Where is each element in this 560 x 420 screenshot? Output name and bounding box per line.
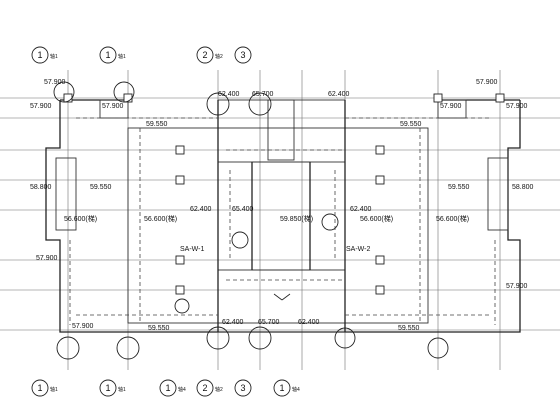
elevation-label: 59.550 <box>90 184 112 191</box>
svg-text:轴4: 轴4 <box>292 386 300 393</box>
elevation-labels: 57.900 57.900 57.900 57.900 57.900 57.90… <box>30 79 534 332</box>
elevation-label: 62.400 <box>350 206 372 213</box>
svg-text:1: 1 <box>105 383 110 393</box>
column-stubs <box>63 93 505 295</box>
elevation-label: 57.900 <box>30 103 52 110</box>
elevation-label: 58.800 <box>30 184 52 191</box>
axis-bubble: 1 轴4 <box>273 379 300 397</box>
svg-text:1: 1 <box>37 50 42 60</box>
elevation-label: 65.700 <box>258 319 280 326</box>
elevation-label: 57.900 <box>36 255 58 262</box>
elevation-label: 57.900 <box>476 79 498 86</box>
elevation-label: 65.400 <box>232 206 254 213</box>
section-tags: SA-W-1 SA-W-2 <box>180 246 370 253</box>
elevation-label: 57.900 <box>506 283 528 290</box>
elevation-label: 59.550 <box>146 121 168 128</box>
elevation-label: 59.550 <box>400 121 422 128</box>
axis-bubble: 1 轴4 <box>159 379 186 397</box>
elevation-label: 59.550 <box>398 325 420 332</box>
svg-text:轴1: 轴1 <box>118 386 126 393</box>
svg-text:3: 3 <box>240 50 245 60</box>
svg-text:轴1: 轴1 <box>118 53 126 60</box>
elevation-label: 57.900 <box>44 79 66 86</box>
elevation-label: 62.400 <box>218 91 240 98</box>
svg-text:1: 1 <box>165 383 170 393</box>
elevation-label: 62.400 <box>222 319 244 326</box>
elevation-label: 58.800 <box>512 184 534 191</box>
axis-bubble: 1 轴1 <box>31 379 58 397</box>
svg-text:轴1: 轴1 <box>50 53 58 60</box>
column-circles <box>53 81 449 360</box>
elevation-label: 56.600(梯) <box>360 214 393 223</box>
svg-text:轴2: 轴2 <box>215 53 223 60</box>
axis-bubble: 3 <box>234 379 252 397</box>
elevation-label: 57.900 <box>506 103 528 110</box>
elevation-label: 57.900 <box>440 103 462 110</box>
svg-text:2: 2 <box>202 383 207 393</box>
walls <box>45 99 521 333</box>
axis-bubbles-top: 1 轴1 1 轴1 2 轴2 3 <box>31 46 252 64</box>
elevation-label: 57.900 <box>72 323 94 330</box>
dashed-beams <box>69 117 496 325</box>
svg-text:3: 3 <box>240 383 245 393</box>
elevation-label: 62.400 <box>328 91 350 98</box>
elevation-label: 59.850(梯) <box>280 214 313 223</box>
svg-text:1: 1 <box>37 383 42 393</box>
elevation-label: 65.700 <box>252 91 274 98</box>
axis-bubble: 2 轴2 <box>196 379 223 397</box>
svg-text:轴4: 轴4 <box>178 386 186 393</box>
elevation-label: 62.400 <box>190 206 212 213</box>
elevation-label: 59.550 <box>148 325 170 332</box>
svg-text:1: 1 <box>105 50 110 60</box>
svg-text:轴1: 轴1 <box>50 386 58 393</box>
axis-bubble: 2 轴2 <box>196 46 223 64</box>
elevation-label: 56.600(梯) <box>64 214 97 223</box>
section-tag: SA-W-1 <box>180 246 204 253</box>
svg-text:2: 2 <box>202 50 207 60</box>
axis-bubble: 1 轴1 <box>99 46 126 64</box>
axis-bubble: 3 <box>234 46 252 64</box>
elevation-label: 57.900 <box>102 103 124 110</box>
elevation-label: 62.400 <box>298 319 320 326</box>
svg-text:1: 1 <box>279 383 284 393</box>
axis-bubble: 1 轴1 <box>99 379 126 397</box>
axis-bubble: 1 轴1 <box>31 46 58 64</box>
elevation-label: 56.600(梯) <box>436 214 469 223</box>
axis-bubbles-bottom: 1 轴1 1 轴1 1 轴4 2 轴2 3 1 轴4 <box>31 379 300 397</box>
elevation-label: 59.550 <box>448 184 470 191</box>
svg-text:轴2: 轴2 <box>215 386 223 393</box>
direction-arrows <box>273 293 291 301</box>
section-tag: SA-W-2 <box>346 246 370 253</box>
elevation-label: 56.600(梯) <box>144 214 177 223</box>
